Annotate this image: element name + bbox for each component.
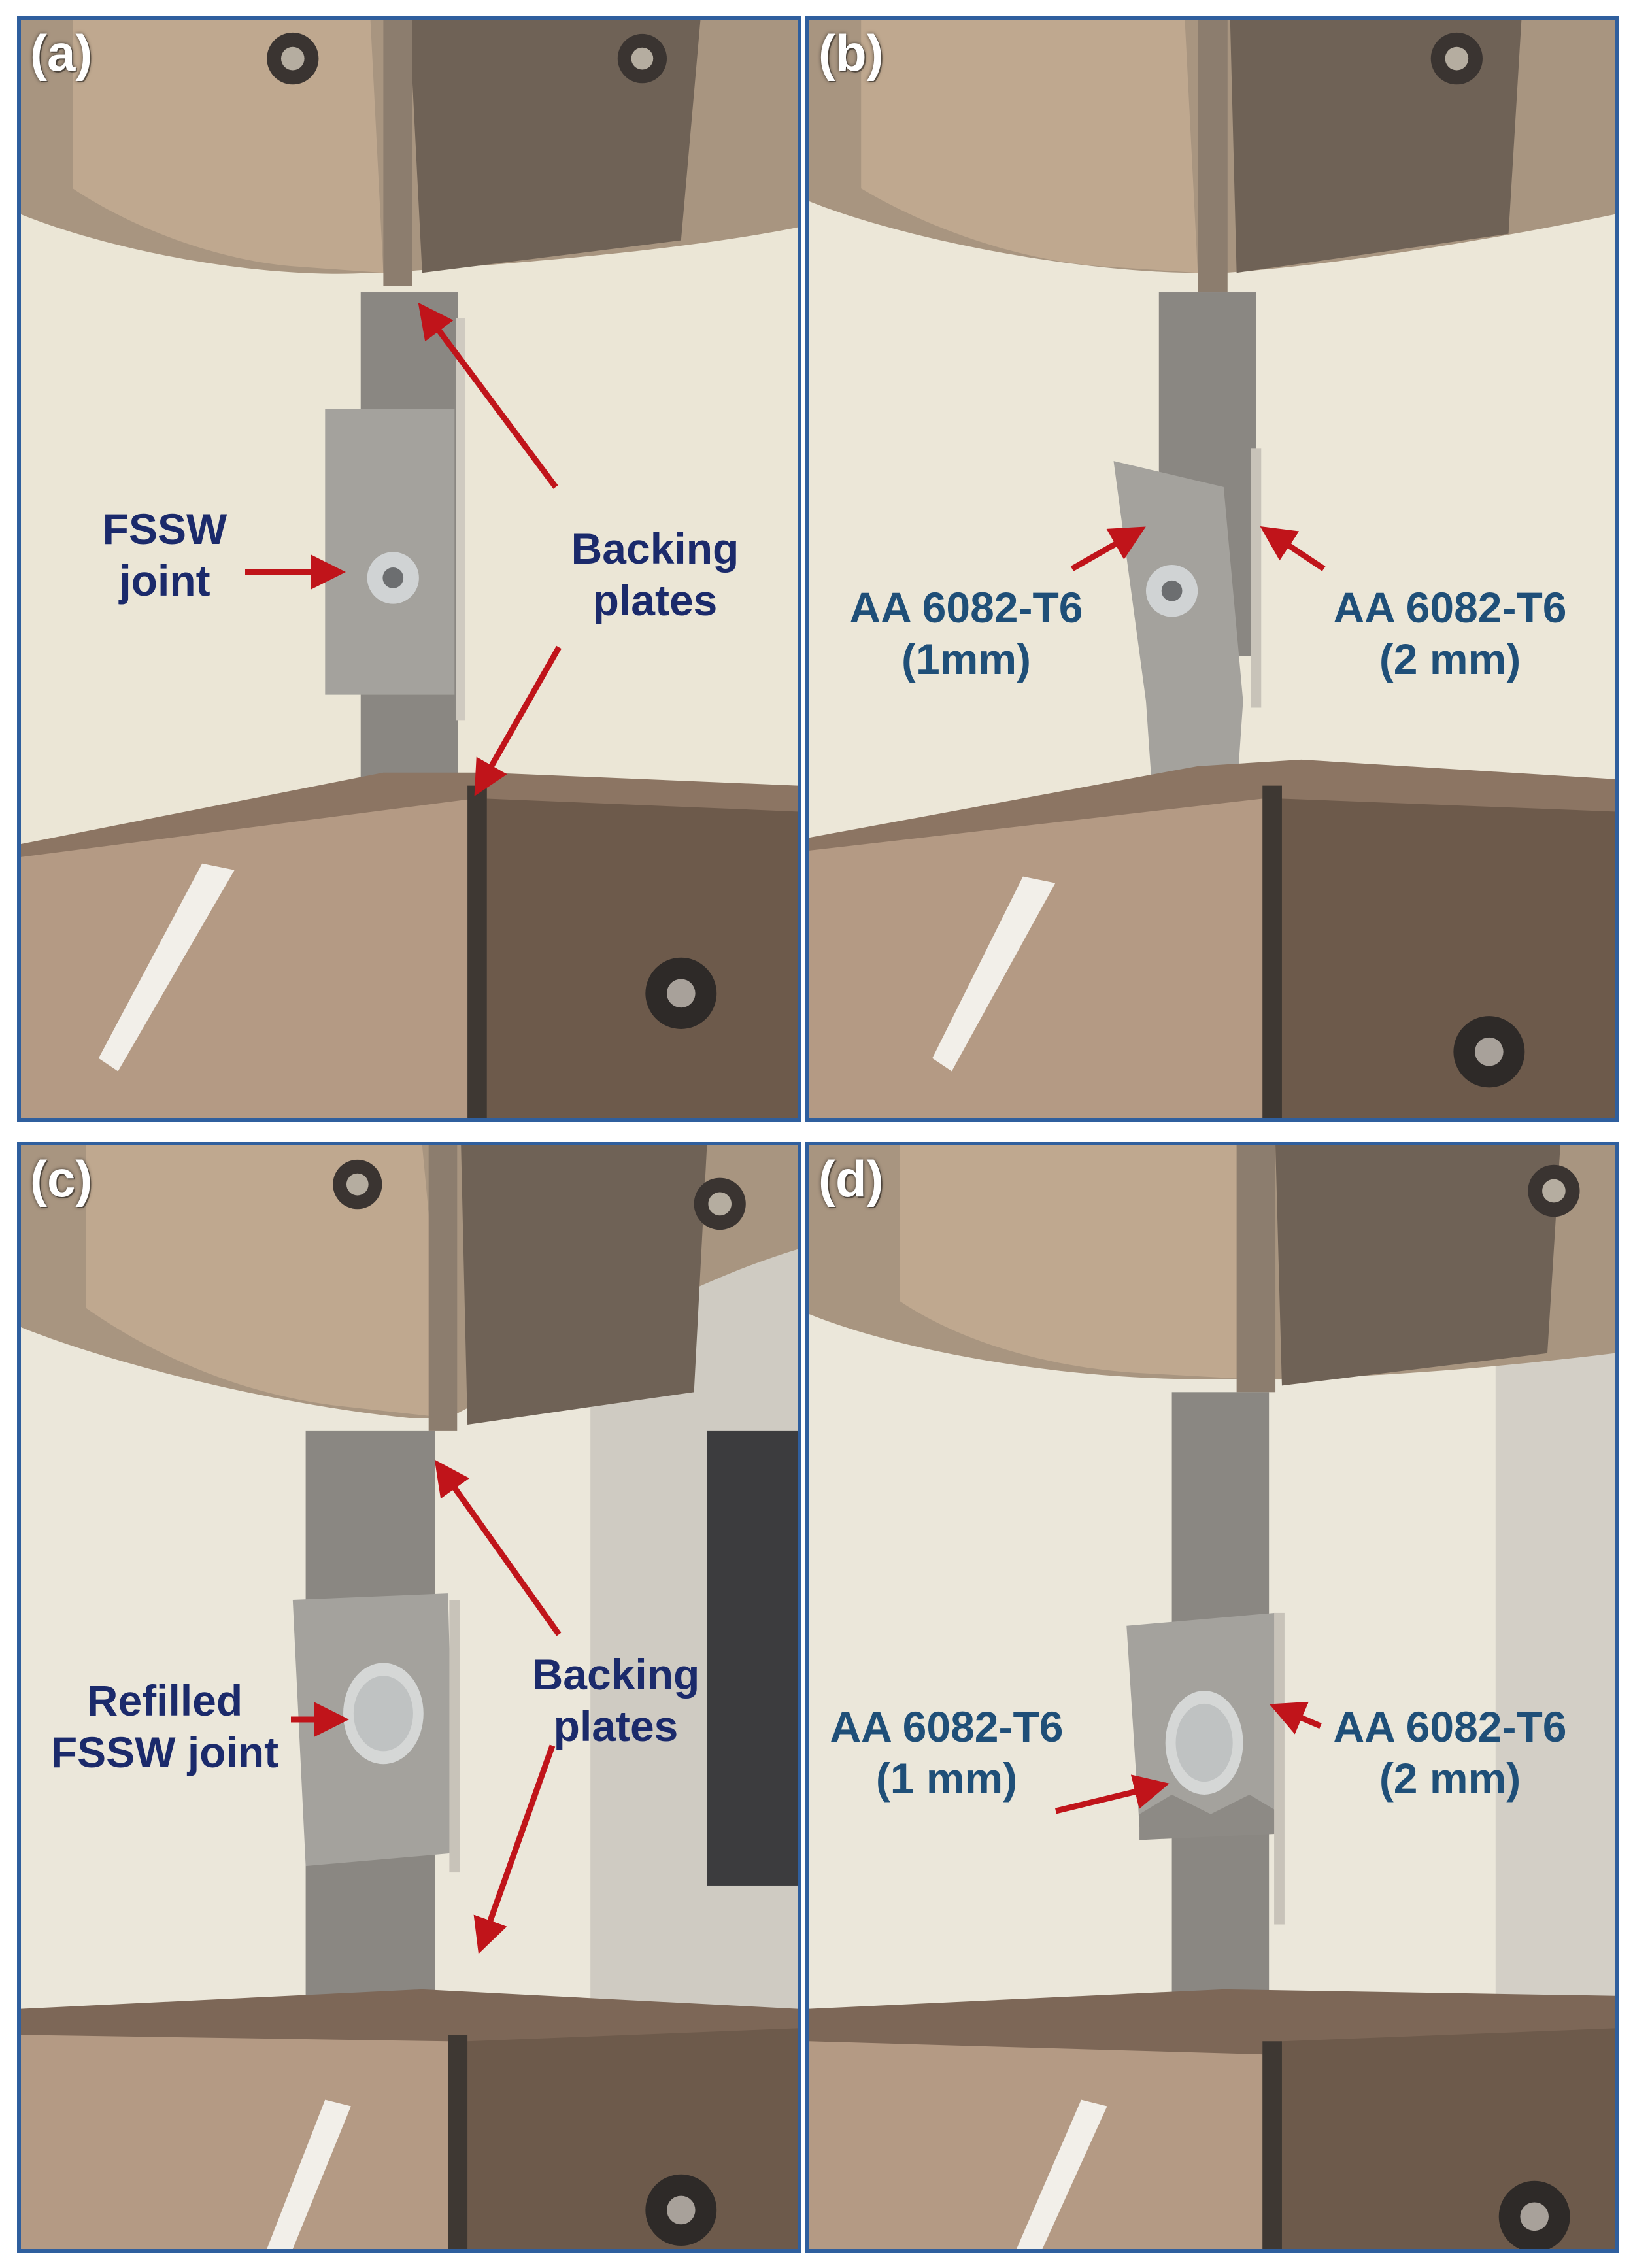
label-aa-2mm-d-line2: (2 mm) [1379,1754,1521,1803]
label-aa-1mm-b-line1: AA 6082-T6 [849,583,1083,632]
label-backing-plates-a-line1: Backing [571,524,739,573]
label-aa-2mm-b: AA 6082-T6 (2 mm) [1306,582,1594,685]
photo-d-grips-fractured-refilled [809,1145,1615,2249]
label-backing-plates-c-line2: plates [553,1702,679,1751]
label-aa-2mm-b-line2: (2 mm) [1379,635,1521,684]
label-backing-plates-a-line2: plates [592,576,718,625]
label-aa-2mm-d: AA 6082-T6 (2 mm) [1306,1701,1594,1804]
label-backing-plates-c-line1: Backing [531,1650,700,1699]
panel-letter-b: (b) [818,24,884,82]
photo-b-grips-sheared-sheets [809,20,1615,1118]
label-fssw-joint-line1: FSSW [102,505,227,553]
panel-b: (b) AA 6082-T6 (1mm) AA 6082-T6 (2 mm) [805,16,1619,1122]
label-backing-plates-a: Backing plates [531,523,779,626]
label-aa-1mm-b: AA 6082-T6 (1mm) [822,582,1110,685]
label-refilled-fssw-joint: Refilled FSSW joint [27,1675,302,1778]
photo-c-grips-refilled-fssw [21,1145,798,2249]
panel-letter-d: (d) [818,1150,884,1208]
panel-d: (d) AA 6082-T6 (1 mm) AA 6082-T6 (2 mm) [805,1142,1619,2253]
label-backing-plates-c: Backing plates [492,1649,740,1752]
panel-letter-a: (a) [30,24,93,82]
label-fssw-joint: FSSW joint [67,503,263,607]
label-aa-2mm-b-line1: AA 6082-T6 [1333,583,1567,632]
panel-letter-c: (c) [30,1150,93,1208]
label-aa-1mm-d-line1: AA 6082-T6 [830,1702,1064,1751]
panel-a: (a) FSSW joint Backing plates [17,16,801,1122]
label-aa-1mm-d: AA 6082-T6 (1 mm) [809,1701,1084,1804]
label-fssw-joint-line2: joint [119,556,210,605]
label-aa-2mm-d-line1: AA 6082-T6 [1333,1702,1567,1751]
panel-c: (c) Refilled FSSW joint Backing plates [17,1142,801,2253]
label-aa-1mm-d-line2: (1 mm) [875,1754,1018,1803]
label-refilled-line2: FSSW joint [50,1728,279,1777]
label-aa-1mm-b-line2: (1mm) [901,635,1032,684]
label-refilled-line1: Refilled [86,1676,243,1725]
